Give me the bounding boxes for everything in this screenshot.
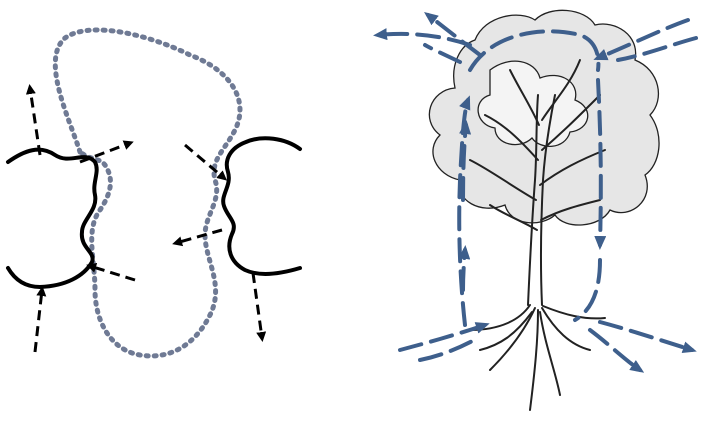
left-panel-cells-diagram xyxy=(0,0,340,421)
tree-roots xyxy=(470,305,605,410)
right-cell-outline xyxy=(223,138,300,274)
arrow-down-right-cell xyxy=(253,273,262,338)
flow-out-bottom-right xyxy=(600,322,692,350)
dotted-loop xyxy=(55,30,240,356)
arrow-out-right-top xyxy=(80,143,130,162)
arrow-out-left-right-cell xyxy=(176,230,222,243)
flow-in-bottom-left-2 xyxy=(420,338,478,360)
arrow-in-bottom-left xyxy=(35,290,42,352)
flow-out-top-left-3 xyxy=(425,45,460,62)
right-panel-tree-diagram xyxy=(360,0,702,421)
right-diagram-svg xyxy=(360,0,702,421)
left-diagram-svg xyxy=(0,0,340,421)
flow-down-right-lower xyxy=(575,260,600,320)
arrow-up-left-top xyxy=(30,88,40,155)
left-cell-outline xyxy=(8,150,97,287)
flow-up-lower xyxy=(463,250,465,290)
flow-in-bottom-left xyxy=(400,325,485,350)
flow-out-bottom-right-2 xyxy=(590,330,640,370)
